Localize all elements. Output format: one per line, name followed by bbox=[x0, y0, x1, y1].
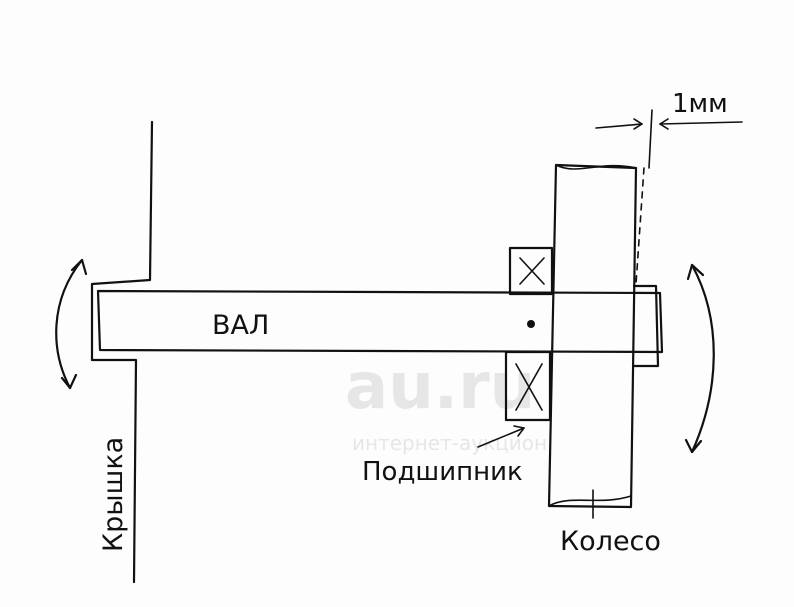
bearing-pointer-line bbox=[477, 427, 525, 448]
gap-leader-right bbox=[659, 121, 743, 125]
shaft-label: ВАЛ bbox=[212, 310, 269, 341]
bearing-lower bbox=[504, 350, 552, 422]
watermark: au.ru интернет-аукцион bbox=[345, 350, 547, 455]
bearing-lower-cross bbox=[515, 363, 543, 411]
bearing-pointer-arrowhead bbox=[513, 425, 525, 437]
gap-label: 1мм bbox=[672, 89, 728, 119]
wheel-body bbox=[547, 163, 638, 509]
bearing-upper-box bbox=[508, 246, 554, 296]
rotation-arrow-right bbox=[684, 263, 715, 454]
rotation-arrowhead-left-top bbox=[70, 258, 88, 276]
gap-dashed-line bbox=[635, 167, 645, 285]
shaft-end-cap bbox=[632, 284, 660, 368]
gap-dimension: 1мм bbox=[595, 89, 743, 285]
shaft-center-dot bbox=[527, 320, 535, 328]
rotation-arc-left bbox=[55, 258, 84, 390]
gap-extension-line bbox=[648, 109, 653, 169]
wheel-break-top bbox=[555, 164, 637, 170]
gap-leader-left bbox=[595, 123, 643, 129]
watermark-tagline: интернет-аукцион bbox=[352, 431, 547, 455]
gap-arrowhead-left bbox=[633, 118, 643, 130]
rotation-arrowhead-right-bottom bbox=[684, 438, 703, 454]
wheel-label: Колесо bbox=[560, 526, 661, 557]
bearing-lower-box bbox=[504, 350, 552, 422]
rotation-arrowhead-right-top bbox=[686, 263, 705, 281]
bearing-upper bbox=[508, 246, 554, 296]
shaft-body bbox=[96, 289, 664, 354]
rotation-arc-right bbox=[690, 263, 715, 454]
bearing-label: Подшипник bbox=[362, 457, 523, 487]
cover-wall bbox=[90, 120, 154, 584]
cover-label: Крышка bbox=[98, 437, 129, 552]
rotation-arrowhead-left-bottom bbox=[60, 373, 78, 390]
rotation-arrow-left bbox=[55, 258, 88, 390]
watermark-logo: au.ru bbox=[345, 350, 535, 424]
gap-arrowhead-right bbox=[659, 118, 669, 130]
wheel-break-bottom bbox=[548, 495, 632, 507]
bearing-upper-cross bbox=[519, 257, 545, 285]
